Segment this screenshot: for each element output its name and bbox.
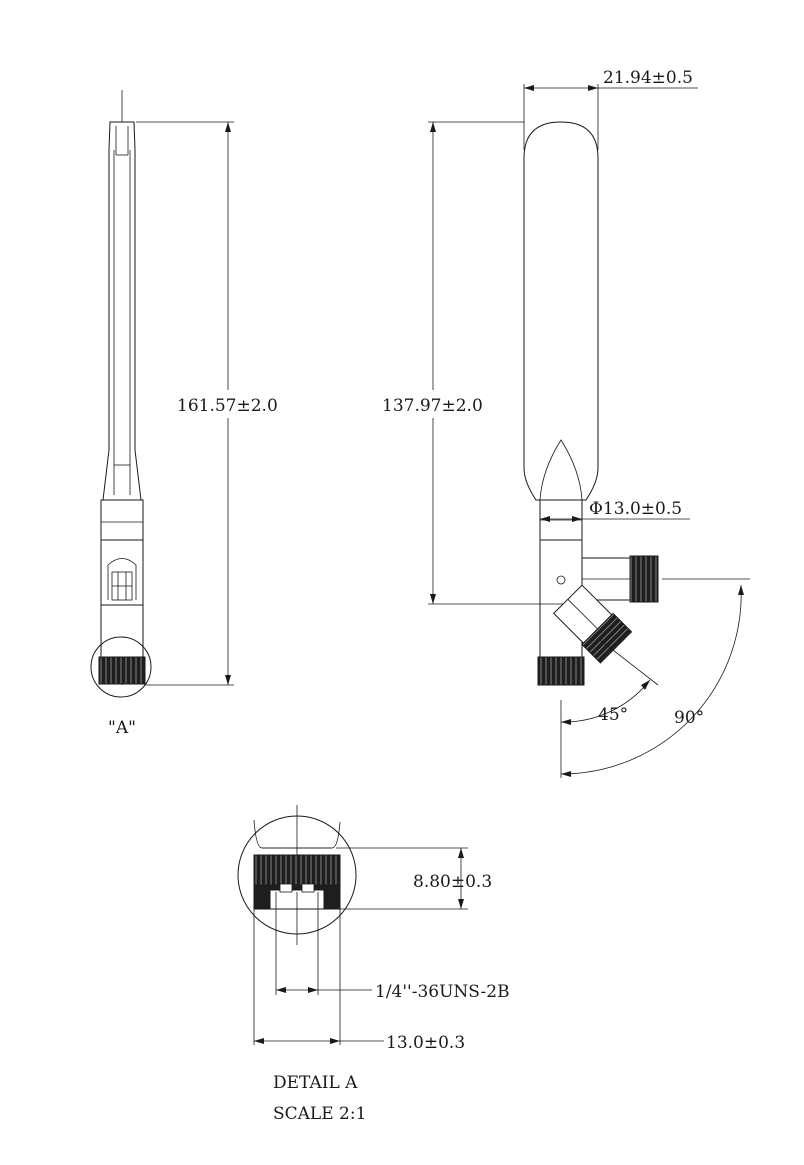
angle-dimensions bbox=[560, 578, 750, 778]
detail-a-circle bbox=[90, 636, 152, 698]
detail-height-label: 8.80±0.3 bbox=[413, 872, 492, 892]
detail-title: DETAIL A bbox=[273, 1073, 358, 1093]
total-length-dimension bbox=[136, 121, 234, 686]
front-view bbox=[523, 121, 659, 686]
blade-length-label: 137.97±2.0 bbox=[382, 396, 483, 416]
angle-small-label: 45° bbox=[598, 705, 628, 725]
thread-label: 1/4''-36UNS-2B bbox=[375, 982, 510, 1002]
diameter-dimension bbox=[540, 516, 690, 522]
angle-large-label: 90° bbox=[674, 708, 704, 728]
detail-height-dimension bbox=[336, 847, 468, 910]
blade-length-dimension bbox=[428, 121, 540, 605]
detail-width-label: 13.0±0.3 bbox=[386, 1033, 465, 1053]
total-length-label: 161.57±2.0 bbox=[177, 396, 278, 416]
diameter-label: Φ13.0±0.5 bbox=[589, 499, 682, 519]
detail-width-dimension bbox=[253, 909, 384, 1045]
side-view bbox=[90, 90, 152, 698]
thread-dimension bbox=[275, 909, 372, 995]
width-top-dimension bbox=[523, 84, 698, 150]
detail-a-view bbox=[237, 805, 357, 945]
detail-marker: "A" bbox=[108, 718, 136, 738]
detail-scale: SCALE 2:1 bbox=[273, 1104, 366, 1124]
width-top-label: 21.94±0.5 bbox=[603, 68, 693, 88]
